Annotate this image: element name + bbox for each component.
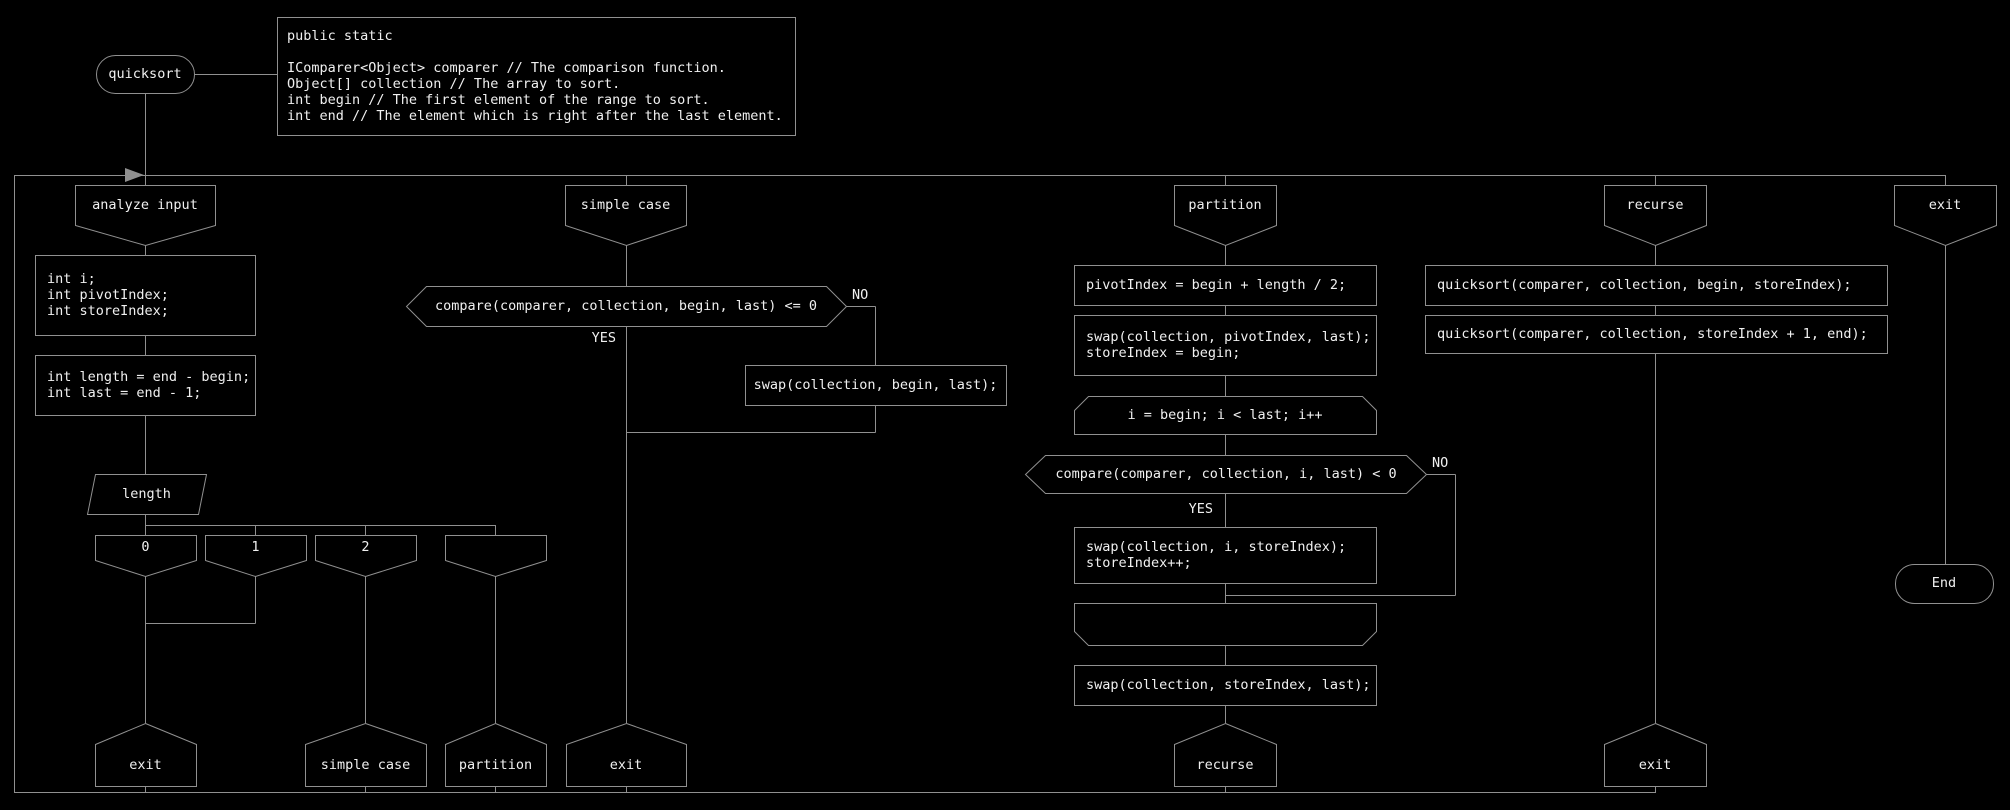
case-label-1: 1 bbox=[251, 539, 260, 556]
branch-header-partition: partition bbox=[1188, 196, 1262, 213]
choice-length-shape bbox=[86, 474, 208, 515]
init-box-shape bbox=[35, 355, 256, 416]
action-pivot-shape bbox=[1074, 265, 1377, 306]
call-quicksort-1-shape bbox=[1425, 265, 1888, 306]
action-swap-pivot: swap(collection, pivotIndex, last); stor… bbox=[1086, 328, 1371, 362]
recurse-column-lines bbox=[1425, 245, 1888, 723]
end-terminal: End bbox=[1931, 575, 1957, 592]
init-box: int length = end - begin; int last = end… bbox=[47, 368, 251, 402]
label-no-1: NO bbox=[852, 286, 869, 303]
case-label-2: 2 bbox=[361, 539, 370, 556]
header-partition-shape bbox=[1174, 185, 1277, 247]
action-swap-i-shape bbox=[1074, 527, 1377, 584]
address-partition: partition bbox=[458, 756, 533, 773]
branch-header-recurse: recurse bbox=[1626, 196, 1684, 213]
action-pivot-index: pivotIndex = begin + length / 2; bbox=[1086, 276, 1347, 293]
case-1-shape bbox=[205, 535, 307, 578]
label-no-2: NO bbox=[1432, 454, 1449, 471]
call-quicksort-first: quicksort(comparer, collection, begin, s… bbox=[1437, 276, 1852, 293]
header-analyze-shape bbox=[75, 185, 216, 247]
loop-end-shape bbox=[1074, 603, 1377, 646]
action-swap-begin-last: swap(collection, begin, last); bbox=[753, 376, 998, 393]
start-terminal: quicksort bbox=[108, 65, 182, 82]
address-exit-1: exit bbox=[129, 756, 162, 773]
label-yes-1: YES bbox=[591, 329, 616, 346]
action-swap-pivot-shape bbox=[1074, 315, 1377, 376]
decision-compare-i: compare(comparer, collection, i, last) <… bbox=[1055, 465, 1397, 482]
label-yes-2: YES bbox=[1188, 500, 1213, 517]
case-0-shape bbox=[95, 535, 197, 578]
address-recurse: recurse bbox=[1196, 756, 1254, 773]
address-exit-2: exit bbox=[609, 756, 643, 773]
params-comment-shape bbox=[277, 17, 796, 136]
call-quicksort-2-shape bbox=[1425, 315, 1888, 354]
loop-start: i = begin; i < last; i++ bbox=[1127, 406, 1323, 423]
params-comment: public static IComparer<Object> comparer… bbox=[287, 28, 783, 124]
silhouette-frame bbox=[14, 168, 1946, 793]
address-exit-3-shape bbox=[1604, 722, 1707, 787]
action-swap-store-last: swap(collection, storeIndex, last); bbox=[1086, 676, 1371, 693]
analyze-column-lines bbox=[35, 245, 547, 723]
exit-column-lines bbox=[1895, 245, 1994, 604]
loop-start-shape bbox=[1074, 396, 1377, 435]
start-section bbox=[96, 17, 796, 185]
partition-column-lines bbox=[1024, 245, 1456, 723]
declarations-box: int i; int pivotIndex; int storeIndex; bbox=[47, 271, 169, 319]
header-exit-shape bbox=[1894, 185, 1997, 247]
case-else-shape bbox=[445, 535, 547, 578]
end-terminal-shape bbox=[1895, 564, 1994, 604]
flow-direction-arrow-icon bbox=[125, 168, 144, 182]
decision-simple-case: compare(comparer, collection, begin, las… bbox=[434, 297, 817, 314]
branch-header-simple-case: simple case bbox=[580, 196, 671, 213]
address-exit-3: exit bbox=[1638, 756, 1672, 773]
choice-length: length bbox=[122, 485, 171, 502]
declarations-box-shape bbox=[35, 255, 256, 336]
branch-header-analyze-input: analyze input bbox=[92, 196, 198, 213]
header-recurse-shape bbox=[1604, 185, 1707, 247]
address-simple-case: simple case bbox=[320, 756, 411, 773]
case-2-shape bbox=[315, 535, 417, 578]
branch-header-exit: exit bbox=[1928, 196, 1962, 213]
call-quicksort-second: quicksort(comparer, collection, storeInd… bbox=[1437, 325, 1868, 342]
case-label-0: 0 bbox=[141, 539, 150, 556]
header-simple-shape bbox=[565, 185, 687, 247]
action-swap-i-store: swap(collection, i, storeIndex); storeIn… bbox=[1086, 538, 1347, 572]
simple-column-lines bbox=[405, 245, 1007, 723]
